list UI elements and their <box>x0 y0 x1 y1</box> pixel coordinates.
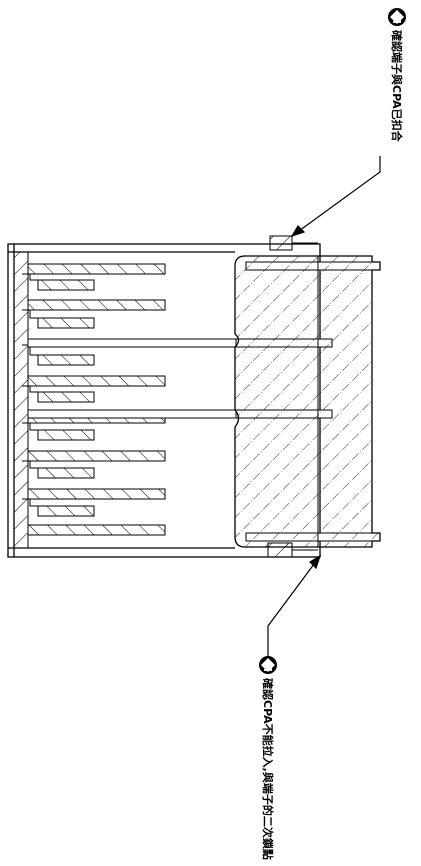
annotation-top-marker: M <box>390 13 403 24</box>
annotation-bottom-text: 確認CPA不能拉入,與端子的二次鎖點 <box>261 678 275 860</box>
annotation-bottom-marker: M <box>261 661 274 672</box>
comb-latch-steps <box>22 273 38 507</box>
cpa-latch-bottom <box>267 542 318 558</box>
annotation-top-text: 確認端子與CPA已扣合 <box>390 30 404 143</box>
cpa-latch-top <box>269 235 318 251</box>
annotation-bottom: M 確認CPA不能拉入,與端子的二次鎖點 <box>259 656 277 860</box>
housing-comb-wall <box>13 251 166 549</box>
leader-line-top <box>290 156 381 238</box>
leader-line-bottom <box>267 554 322 660</box>
annotation-top: M 確認端子與CPA已扣合 <box>388 8 406 143</box>
cpa-mating-body <box>234 255 381 548</box>
